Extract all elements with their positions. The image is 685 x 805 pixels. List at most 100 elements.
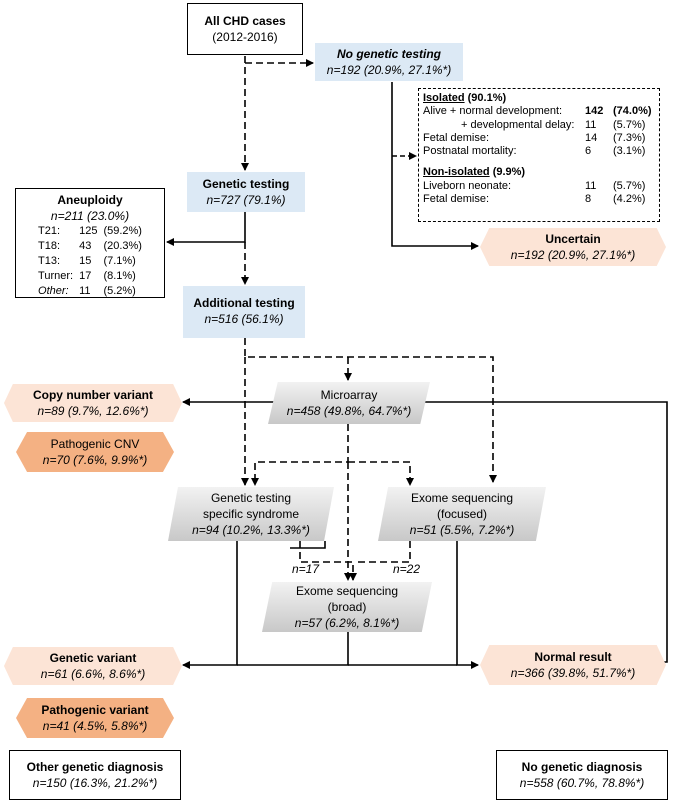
aneuploidy-row: Turner: 17 (8.1%) — [35, 269, 145, 284]
exome-focused-n: n=51 (5.5%, 7.2%*) — [409, 523, 515, 537]
aneuploidy-table: T21:125(59.2%)T18:43(20.3%)T13:15(7.1%)T… — [35, 224, 145, 299]
detail-row-label: Alive + normal development: — [423, 105, 563, 118]
edge-broad-down — [237, 630, 349, 666]
specific-syndrome-node: Genetic testing specific syndrome n=94 (… — [168, 487, 334, 541]
detail-row-label: + developmental delay: — [461, 118, 575, 131]
aneuploidy-cell-p: (7.1%) — [103, 255, 136, 267]
genetic-variant-n: n=61 (6.6%, 8.6%*) — [40, 667, 146, 681]
root-sub: (2012-2016) — [212, 30, 278, 44]
no-diagnosis-title: No genetic diagnosis — [521, 760, 643, 774]
edge-genetic-aneuploidy — [166, 212, 246, 246]
exome-broad-node: Exome sequencing (broad) n=57 (6.2%, 8.1… — [262, 582, 432, 632]
pathogenic-variant-node: Pathogenic variant n=41 (4.5%, 5.8%*) — [16, 698, 174, 738]
genetic-testing-node: Genetic testing n=727 (79.1%) — [187, 172, 305, 212]
detail-row-label: Postnatal mortality: — [423, 145, 517, 158]
detail-row-pct: (74.0%) — [613, 105, 652, 118]
detail-row-pct: (4.2%) — [613, 193, 646, 206]
detail-row: Fetal demise:8(4.2%) — [423, 193, 655, 206]
aneuploidy-row: T13:15(7.1%) — [35, 254, 145, 269]
edge-focused-broad — [358, 541, 411, 563]
detail-row-pct: (7.3%) — [613, 131, 646, 144]
detail-row-count: 14 — [585, 131, 598, 144]
pathogenic-variant-title: Pathogenic variant — [41, 703, 149, 717]
detail-row: Alive + normal development: 142 (74.0%) — [423, 105, 655, 118]
uncertain-title: Uncertain — [545, 232, 601, 246]
aneuploidy-cell-c: 15 — [79, 255, 92, 267]
n17-label: n=17 — [292, 562, 320, 576]
isolated-pct: (90.1%) — [467, 92, 507, 104]
root-node: All CHD cases (2012-2016) — [187, 3, 303, 55]
aneuploidy-cell-p: (59.2%) — [103, 225, 142, 237]
aneuploidy-cell-k: T18: — [38, 240, 61, 252]
aneuploidy-cell-c: 125 — [79, 225, 98, 237]
aneuploidy-row: T21: 125 (59.2%) — [35, 224, 145, 239]
genetic-testing-n: n=727 (79.1%) — [206, 193, 286, 207]
detail-row-label: Liveborn neonate: — [423, 179, 512, 192]
aneuploidy-cell-k: Turner: — [38, 270, 74, 282]
other-diagnosis-node: Other genetic diagnosis n=150 (16.3%, 21… — [9, 750, 181, 800]
aneuploidy-cell-p: (8.1%) — [103, 270, 136, 282]
detail-row: Postnatal mortality: 6 (3.1%) — [423, 145, 655, 158]
n22-label: n=22 — [393, 562, 421, 576]
cnv-node: Copy number variant n=89 (9.7%, 12.6%*) — [4, 384, 182, 422]
nonisolated-pct: (9.9%) — [492, 166, 526, 179]
no-testing-node: No genetic testing n=192 (20.9%, 27.1%*) — [315, 43, 463, 81]
aneuploidy-cell-p: (5.2%) — [103, 285, 136, 297]
exome-focused-title2: (focused) — [436, 507, 488, 521]
detail-row-pct: (5.7%) — [613, 118, 646, 131]
normal-title: Normal result — [534, 650, 612, 664]
genetic-testing-title: Genetic testing — [202, 177, 290, 191]
pathogenic-cnv-n: n=70 (7.6%, 9.9%*) — [42, 453, 148, 467]
detail-row-pct: (3.1%) — [613, 145, 646, 158]
aneuploidy-cell-p: (20.3%) — [103, 240, 142, 252]
uncertain-node: Uncertain n=192 (20.9%, 27.1%*) — [480, 228, 666, 266]
edge-microarray-down — [251, 424, 349, 486]
edge-microarray-focused — [348, 461, 414, 486]
additional-node: Additional testing n=516 (56.1%) — [183, 286, 305, 338]
detail-row: + developmental delay: 11 (5.7%) — [423, 119, 655, 132]
no-testing-details: Isolated (90.1%) Alive + normal developm… — [418, 88, 660, 222]
no-testing-n: n=192 (20.9%, 27.1%*) — [326, 63, 452, 77]
exome-broad-title2: (broad) — [327, 600, 367, 614]
genetic-variant-title: Genetic variant — [49, 651, 137, 665]
detail-row-pct: (5.7%) — [613, 179, 646, 192]
no-testing-title: No genetic testing — [336, 47, 441, 61]
no-diagnosis-n: n=558 (60.7%, 78.8%*) — [519, 776, 645, 790]
detail-row: Fetal demise: 14 (7.3%) — [423, 132, 655, 145]
aneuploidy-node: Aneuploidy n=211 (23.0%) T21:125(59.2%)T… — [15, 188, 165, 298]
aneuploidy-cell-k: T21: — [38, 225, 61, 237]
detail-row-count: 142 — [585, 105, 604, 118]
exome-broad-title1: Exome sequencing — [295, 584, 399, 598]
cnv-title: Copy number variant — [32, 388, 154, 402]
pathogenic-cnv-title: Pathogenic CNV — [50, 437, 140, 451]
no-diagnosis-node: No genetic diagnosis n=558 (60.7%, 78.8%… — [496, 750, 668, 800]
exome-broad-n: n=57 (6.2%, 8.1%*) — [294, 616, 400, 630]
exome-focused-node: Exome sequencing (focused) n=51 (5.5%, 7… — [378, 487, 546, 541]
detail-row-count: 11 — [585, 118, 597, 131]
edge-additional-split — [244, 338, 497, 483]
detail-row-label: Fetal demise: — [423, 131, 490, 144]
aneuploidy-cell-k: Other: — [38, 285, 69, 297]
edge-notesting-uncertain — [391, 82, 479, 250]
pathogenic-cnv-node: Pathogenic CNV n=70 (7.6%, 9.9%*) — [16, 432, 174, 472]
specific-title2: specific syndrome — [202, 507, 300, 521]
specific-title1: Genetic testing — [210, 491, 292, 505]
microarray-n: n=458 (49.8%, 64.7%*) — [286, 404, 412, 418]
microarray-node: Microarray n=458 (49.8%, 64.7%*) — [268, 382, 430, 424]
detail-row: Liveborn neonate:11(5.7%) — [423, 180, 655, 193]
genetic-variant-node: Genetic variant n=61 (6.6%, 8.6%*) — [4, 647, 182, 685]
aneuploidy-n: n=211 (23.0%) — [50, 209, 130, 223]
aneuploidy-row: Other:11(5.2%) — [35, 284, 145, 299]
specific-n: n=94 (10.2%, 13.3%*) — [192, 523, 310, 537]
detail-row-count: 8 — [585, 193, 592, 206]
edge-specific-broad — [299, 541, 357, 581]
microarray-title: Microarray — [320, 388, 378, 402]
additional-n: n=516 (56.1%) — [204, 312, 284, 326]
other-diagnosis-title: Other genetic diagnosis — [26, 760, 164, 774]
edge-normal-collect — [456, 541, 479, 669]
edge-specific-normal — [290, 541, 326, 549]
aneuploidy-cell-c: 17 — [79, 270, 92, 282]
detail-row-count: 6 — [585, 145, 592, 158]
uncertain-n: n=192 (20.9%, 27.1%*) — [510, 248, 636, 262]
